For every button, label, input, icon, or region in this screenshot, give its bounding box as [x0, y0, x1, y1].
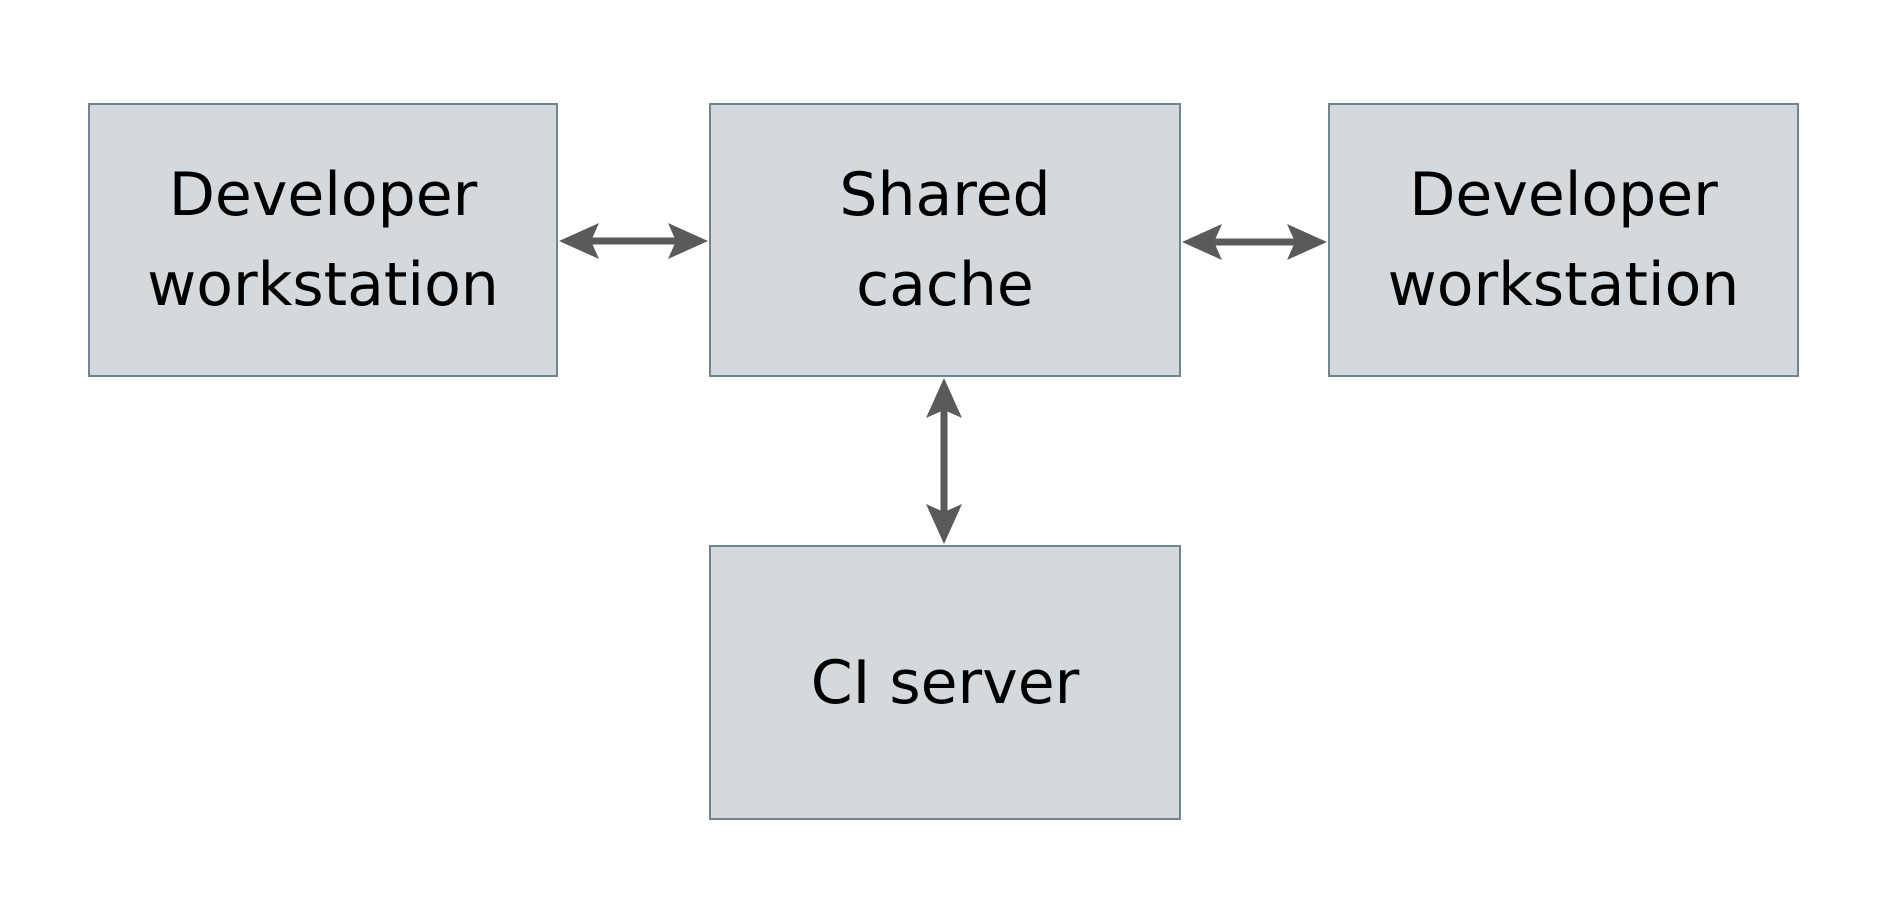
node-developer-workstation-left: Developer workstation [88, 103, 558, 377]
node-shared-cache: Shared cache [709, 103, 1181, 377]
node-label-line: cache [856, 250, 1034, 320]
bidirectional-arrow-icon-shared-cache-dev-right [1182, 224, 1327, 260]
node-label-line: CI server [810, 647, 1080, 718]
node-ci-server: CI server [709, 545, 1181, 820]
node-label-line: Shared [839, 160, 1051, 230]
node-label-line: workstation [147, 250, 499, 320]
bidirectional-arrow-icon-dev-left-shared-cache [559, 223, 708, 259]
node-label-line: Developer [168, 160, 478, 230]
node-developer-workstation-right: Developer workstation [1328, 103, 1799, 377]
bidirectional-arrow-icon-shared-cache-ci-server [926, 378, 962, 544]
node-label-line: workstation [1387, 250, 1740, 320]
node-label-line: Developer [1409, 160, 1718, 230]
